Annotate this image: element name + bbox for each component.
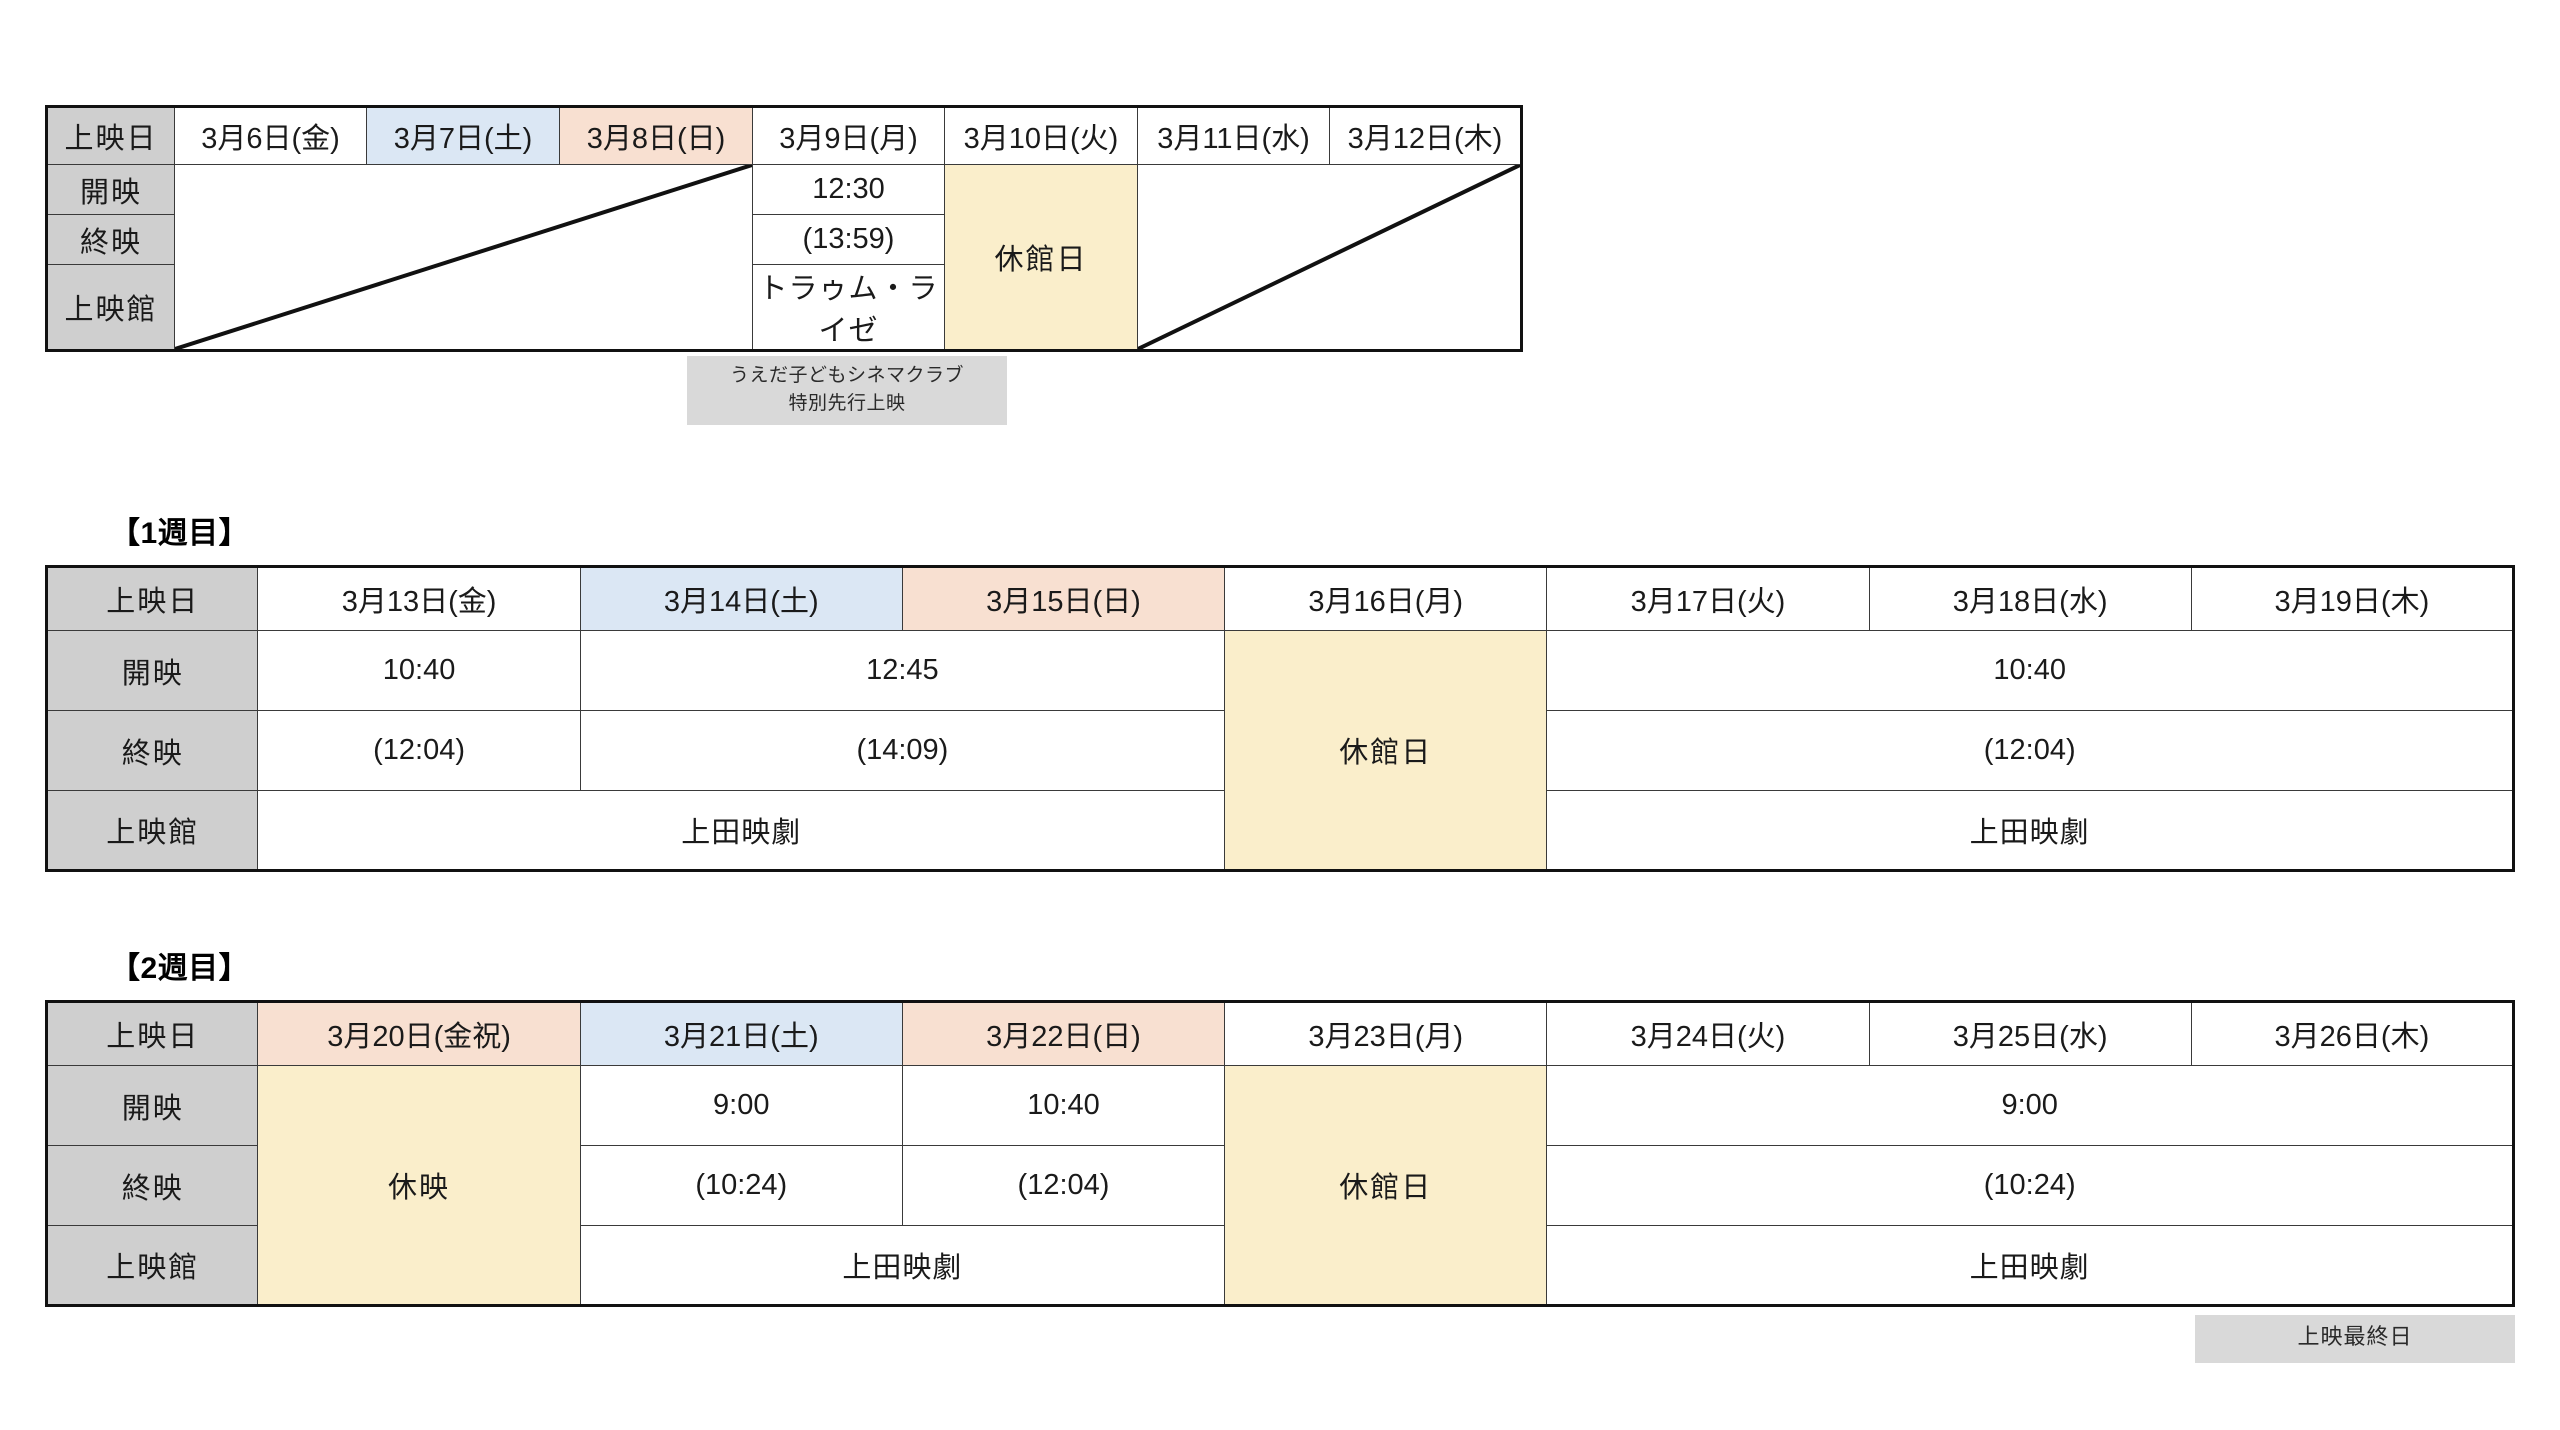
venue-0309: トラゥム・ライゼ bbox=[752, 264, 945, 351]
no-screening-slash-left bbox=[174, 164, 753, 351]
end-time-0322: (12:04) bbox=[901, 1145, 1226, 1226]
day-header-2: 3月8日(日) bbox=[559, 106, 753, 165]
day-header-3: 3月9日(月) bbox=[752, 106, 945, 165]
day-header-0324: 3月24日(火) bbox=[1546, 1001, 1870, 1066]
day-header-0323: 3月23日(月) bbox=[1224, 1001, 1548, 1066]
row-header-end: 終映 bbox=[45, 710, 259, 791]
end-time-0321: (10:24) bbox=[579, 1145, 903, 1226]
table-row-venue: 上映館 上田映劇 上田映劇 bbox=[45, 1225, 2514, 1306]
table-row-end: 終映 (13:59) bbox=[46, 214, 1522, 265]
closed-day-0310: 休館日 bbox=[944, 164, 1138, 351]
day-header-0315: 3月15日(日) bbox=[901, 566, 1226, 631]
preview-note-line1: うえだ子どもシネマクラブ bbox=[729, 365, 964, 386]
day-header-0317: 3月17日(火) bbox=[1546, 566, 1870, 631]
day-header-0316: 3月16日(月) bbox=[1224, 566, 1548, 631]
start-time-0324-0326: 9:00 bbox=[1546, 1065, 2514, 1146]
row-header-end: 終映 bbox=[46, 214, 175, 265]
start-time-0317-0319: 10:40 bbox=[1546, 630, 2514, 711]
start-time-0322: 10:40 bbox=[901, 1065, 1226, 1146]
day-header-1: 3月7日(土) bbox=[366, 106, 560, 165]
day-header-6: 3月12日(木) bbox=[1329, 106, 1522, 165]
table-row-start: 開映 12:30 休館日 bbox=[46, 164, 1522, 351]
day-header-0322: 3月22日(日) bbox=[901, 1001, 1226, 1066]
venue-0317-0319: 上田映劇 bbox=[1546, 790, 2514, 871]
start-time-0314-0315: 12:45 bbox=[579, 630, 1226, 711]
no-screening-0320: 休映 bbox=[257, 1065, 581, 1306]
day-header-0: 3月6日(金) bbox=[174, 106, 367, 165]
day-header-5: 3月11日(水) bbox=[1137, 106, 1330, 165]
schedule-table-week2: 上映日 3月20日(金祝) 3月21日(土) 3月22日(日) 3月23日(月)… bbox=[45, 1000, 2515, 1307]
preview-note-line2: 特別先行上映 bbox=[788, 392, 906, 414]
day-header-0319: 3月19日(木) bbox=[2190, 566, 2515, 631]
final-day-note: 上映最終日 bbox=[2195, 1315, 2515, 1363]
table-row-end: 終映 (10:24) (12:04) (10:24) bbox=[45, 1145, 2514, 1226]
week2-label: 【2週目】 bbox=[110, 952, 250, 985]
schedule-table-week1: 上映日 3月13日(金) 3月14日(土) 3月15日(日) 3月16日(月) … bbox=[45, 565, 2515, 872]
preview-note: うえだ子どもシネマクラブ 特別先行上映 bbox=[687, 356, 1007, 426]
venue-0324-0326: 上田映劇 bbox=[1546, 1225, 2514, 1306]
venue-0321-0322: 上田映劇 bbox=[579, 1225, 1226, 1306]
row-header-start: 開映 bbox=[45, 1065, 259, 1146]
row-header-end: 終映 bbox=[45, 1145, 259, 1226]
table-row-dates: 上映日 3月20日(金祝) 3月21日(土) 3月22日(日) 3月23日(月)… bbox=[45, 1001, 2515, 1066]
day-header-0314: 3月14日(土) bbox=[579, 566, 903, 631]
row-header-start: 開映 bbox=[45, 630, 259, 711]
table-row-start: 開映 休映 9:00 10:40 休館日 9:00 bbox=[45, 1065, 2514, 1306]
end-time-0314-0315: (14:09) bbox=[579, 710, 1226, 791]
row-header-date: 上映日 bbox=[45, 566, 259, 631]
end-time-0313: (12:04) bbox=[257, 710, 581, 791]
row-header-date: 上映日 bbox=[46, 106, 175, 165]
week1-label: 【1週目】 bbox=[110, 517, 250, 550]
start-time-0321: 9:00 bbox=[579, 1065, 903, 1146]
schedule-table-preview: 上映日 3月6日(金) 3月7日(土) 3月8日(日) 3月9日(月) 3月10… bbox=[45, 105, 1523, 352]
day-header-0318: 3月18日(水) bbox=[1868, 566, 2192, 631]
row-header-start: 開映 bbox=[46, 164, 175, 215]
closed-day-0323: 休館日 bbox=[1224, 1065, 1548, 1306]
row-header-venue: 上映館 bbox=[45, 790, 259, 871]
day-header-0325: 3月25日(水) bbox=[1868, 1001, 2192, 1066]
row-header-venue: 上映館 bbox=[46, 264, 175, 351]
start-time-0313: 10:40 bbox=[257, 630, 581, 711]
table-row-start: 開映 10:40 12:45 休館日 10:40 bbox=[45, 630, 2514, 871]
no-screening-slash-right bbox=[1137, 164, 1522, 351]
row-header-venue: 上映館 bbox=[45, 1225, 259, 1306]
table-row-dates: 上映日 3月6日(金) 3月7日(土) 3月8日(日) 3月9日(月) 3月10… bbox=[46, 106, 1522, 165]
table-row-venue: 上映館 上田映劇 上田映劇 bbox=[45, 790, 2514, 871]
day-header-0326: 3月26日(木) bbox=[2190, 1001, 2515, 1066]
row-header-date: 上映日 bbox=[45, 1001, 259, 1066]
end-time-0317-0319: (12:04) bbox=[1546, 710, 2514, 791]
day-header-0321: 3月21日(土) bbox=[579, 1001, 903, 1066]
day-header-0313: 3月13日(金) bbox=[257, 566, 581, 631]
end-time-0324-0326: (10:24) bbox=[1546, 1145, 2514, 1226]
day-header-0320: 3月20日(金祝) bbox=[257, 1001, 581, 1066]
table-row-dates: 上映日 3月13日(金) 3月14日(土) 3月15日(日) 3月16日(月) … bbox=[45, 566, 2515, 631]
start-time-0309: 12:30 bbox=[752, 164, 945, 215]
venue-0313-0315: 上田映劇 bbox=[257, 790, 1226, 871]
table-row-venue: 上映館 トラゥム・ライゼ bbox=[46, 264, 1522, 351]
day-header-4: 3月10日(火) bbox=[944, 106, 1138, 165]
table-row-end: 終映 (12:04) (14:09) (12:04) bbox=[45, 710, 2514, 791]
closed-day-0316: 休館日 bbox=[1224, 630, 1548, 871]
end-time-0309: (13:59) bbox=[752, 214, 945, 265]
